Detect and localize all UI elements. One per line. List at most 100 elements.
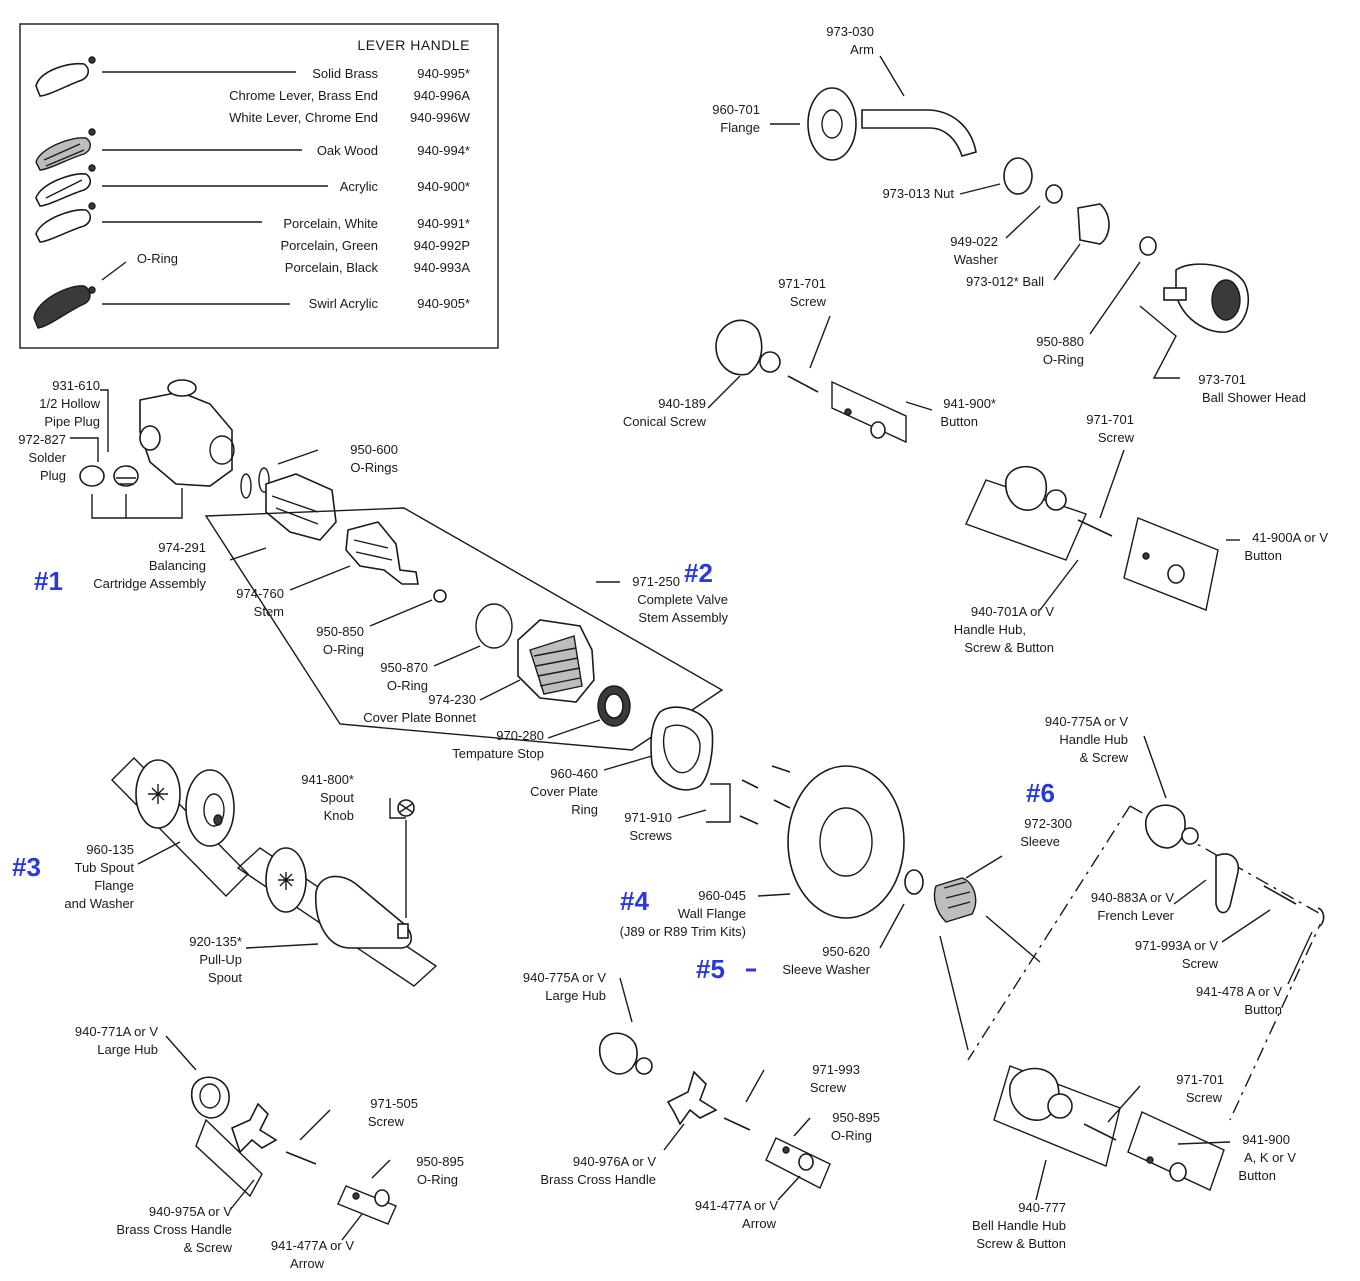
acrylic-handle-icon [35,164,96,207]
lever-handle-box: LEVER HANDLE 940-995* Solid Brass 940-99… [19,23,499,349]
cover-plate-ring-part [650,706,714,791]
lever-handle-row: 940-992P Porcelain, Green [280,238,470,253]
part-name: Porcelain, White [283,216,378,231]
arrow-477a-center-code: 941-477A or V [695,1198,778,1213]
pull-up-spout-part [315,875,413,949]
solder-plug-note: Plug [40,468,66,483]
screw-993a-name: Screw [1182,956,1219,971]
group-number-6: #6 [1026,778,1055,808]
group-number-4: #4 [620,886,649,916]
cartridge-name: Balancing [149,558,206,573]
o-rings-600-name: O-Rings [350,460,398,475]
tub-flange-name: Tub Spout [74,860,134,875]
lever-handle-title: LEVER HANDLE [357,37,470,53]
pipe-plug-code: 931-610 [52,378,100,393]
cartridge-note: Cartridge Assembly [93,576,206,591]
lever-handle-row: 940-995* Solid Brass [312,66,470,81]
button-478-code: 941-478 A or V [1196,984,1282,999]
solder-plug-code: 972-827 [18,432,66,447]
o-ring-880-name: O-Ring [1043,352,1084,367]
cross-976a-name: Brass Cross Handle [540,1172,656,1187]
lever-handle-row: 940-991* Porcelain, White [283,216,470,231]
valve-body-group [70,379,337,541]
lever-handle-row: 940-996W White Lever, Chrome End [229,110,471,125]
o-ring-880-code: 950-880 [1036,334,1084,349]
screw-top-code: 971-701 [778,276,826,291]
o-ring-870-code: 950-870 [380,660,428,675]
conical-screw-part [715,319,763,376]
hub-701a-note: Screw & Button [964,640,1054,655]
washer-name: Washer [954,252,999,267]
lever-handle-row: 940-996A Chrome Lever, Brass End [229,88,470,103]
hub-775a-right-name: Handle Hub [1059,732,1128,747]
conical-screw-code: 940-189 [658,396,706,411]
flange-part [807,87,857,161]
arrow-477a-center-name: Arrow [742,1216,777,1231]
button-478-name: Button [1244,1002,1282,1017]
cover-plate-ring-group [603,706,791,825]
cross-975a-note: & Screw [184,1240,233,1255]
o-rings-600-code: 950-600 [350,442,398,457]
part-code: 940-996W [410,110,471,125]
screw-right-name: Screw [1098,430,1135,445]
shower-head-name: Ball Shower Head [1202,390,1306,405]
part-code: 940-905* [417,296,470,311]
cross-975a-code: 940-975A or V [149,1204,232,1219]
part-code: 940-995* [417,66,470,81]
french-lever-part [1215,853,1240,914]
stem-part [345,521,419,585]
shower-assembly [770,55,1250,379]
callout-labels: 973-030 Arm 960-701 Flange 973-013 Nut 9… [18,24,1328,1271]
lever-handle-icon [35,56,96,97]
pull-up-spout-code: 920-135* [189,934,242,949]
bell-hub-code: 940-777 [1018,1200,1066,1215]
tub-flange-extra: and Washer [64,896,134,911]
button-900-br-code: 941-900 [1242,1132,1290,1147]
lever-handle-row: 940-900* Acrylic [340,179,470,194]
cross-976a-code: 940-976A or V [573,1154,656,1169]
hub-775a-right-code: 940-775A or V [1045,714,1128,729]
flange-name: Flange [720,120,760,135]
ball-label: 973-012* Ball [966,274,1044,289]
cartridge-part [265,473,337,541]
hub-775a-center-name: Large Hub [545,988,606,1003]
screw-505-name: Screw [368,1114,405,1129]
wall-flange-part [787,765,905,919]
hub-771a-code: 940-771A or V [75,1024,158,1039]
part-name: Oak Wood [317,143,378,158]
hub-775a-right-note: & Screw [1080,750,1129,765]
group-number-5: #5 [696,954,725,984]
temp-stop-name: Tempature Stop [452,746,544,761]
wall-flange-note: (J89 or R89 Trim Kits) [620,924,746,939]
screw-993-code: 971-993 [812,1062,860,1077]
part-name: Swirl Acrylic [309,296,379,311]
ball-part [1077,203,1110,245]
sleeve-name: Sleeve [1020,834,1060,849]
conical-screw-group [707,315,933,444]
part-code: 940-991* [417,216,470,231]
part-code: 940-996A [414,88,471,103]
screw-993-name: Screw [810,1080,847,1095]
part-code: 940-992P [414,238,470,253]
solder-plug-name: Solder [28,450,66,465]
spout-knob-name: Spout [320,790,354,805]
button-900-code: 941-900* [943,396,996,411]
bonnet-code: 974-230 [428,692,476,707]
screws-910-code: 971-910 [624,810,672,825]
lever-handle-row: 940-993A Porcelain, Black [285,260,471,275]
cross-handle-center-group [598,977,831,1201]
screw-top-name: Screw [790,294,827,309]
o-ring-850-code: 950-850 [316,624,364,639]
nut-label: 973-013 Nut [882,186,954,201]
screws-910-name: Screws [629,828,672,843]
group-number-2: #2 [684,558,713,588]
cover-ring-name: Cover Plate [530,784,598,799]
spout-knob-code: 941-800* [301,772,354,787]
o-ring-895-center-name: O-Ring [831,1128,872,1143]
pipe-plug-note: Pipe Plug [44,414,100,429]
cover-ring-note: Ring [571,802,598,817]
screw-bottom-right-name: Screw [1186,1090,1223,1105]
cover-ring-code: 960-460 [550,766,598,781]
o-ring-850-name: O-Ring [323,642,364,657]
cross-975a-name: Brass Cross Handle [116,1222,232,1237]
